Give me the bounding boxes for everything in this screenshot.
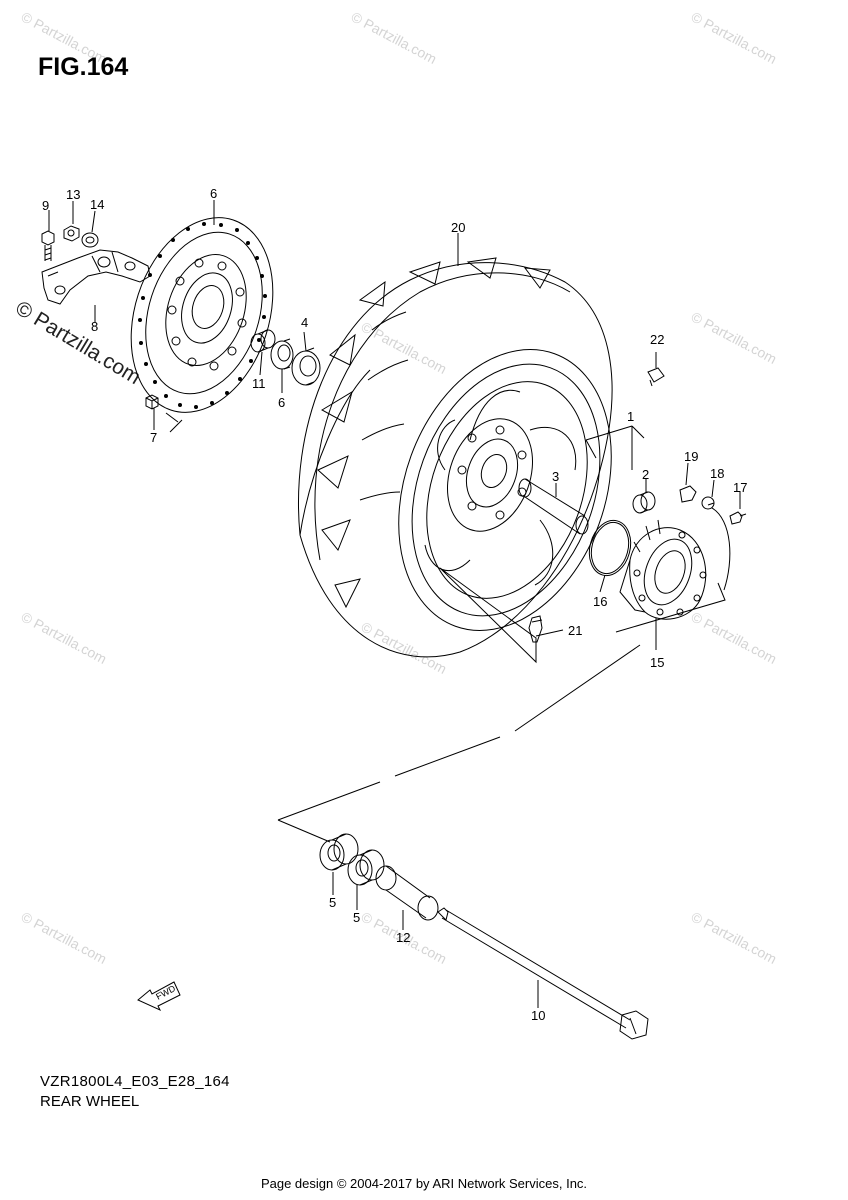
bracket-bolt [41, 230, 55, 261]
caliper-bracket [41, 249, 151, 305]
spacer [518, 478, 589, 535]
callout-18: 17 [733, 480, 747, 495]
valve-stem [528, 615, 543, 643]
callout-13: 12 [396, 930, 410, 945]
part-drawings [41, 200, 747, 1040]
hub-collar [632, 491, 656, 514]
circlip [701, 496, 731, 591]
balance-weight [647, 367, 665, 387]
plate [679, 485, 697, 503]
watermark: © Partzilla.com [689, 609, 780, 667]
callout-19: 18 [710, 466, 724, 481]
callout-20: 19 [684, 449, 698, 464]
callout-6: 6 [278, 395, 285, 410]
section-name: REAR WHEEL [40, 1093, 140, 1110]
brake-disc [130, 217, 274, 413]
callout-23: 22 [650, 332, 664, 347]
bracket-nut [63, 225, 80, 242]
callout-9: 8 [91, 319, 98, 334]
callout-22: 21 [568, 623, 582, 638]
callout-17: 16 [593, 594, 607, 609]
callout-5a: 5 [329, 895, 336, 910]
callout-12: 11 [252, 376, 266, 391]
watermark: © Partzilla.com [359, 319, 450, 377]
o-ring [588, 519, 632, 577]
callout-14: 13 [66, 187, 80, 202]
watermark-primary: © Partzilla.com [11, 297, 144, 390]
watermark: © Partzilla.com [19, 909, 110, 967]
callout-2: 2 [642, 467, 649, 482]
footer-copyright: Page design © 2004-2017 by ARI Network S… [260, 1176, 588, 1191]
watermark: © Partzilla.com [349, 9, 440, 67]
sprocket-drum [619, 519, 707, 620]
bearing-right [347, 849, 385, 886]
disc-bolt [145, 394, 159, 410]
fwd-arrow [137, 981, 181, 1012]
callout-10: 9 [42, 198, 49, 213]
axle [437, 907, 649, 1040]
bearing [291, 347, 321, 386]
tire [298, 257, 613, 658]
callout-labels: 6 13 14 9 8 7 11 6 4 20 22 1 3 2 19 18 1… [42, 186, 747, 1023]
callout-11: 10 [531, 1008, 545, 1023]
callout-21: 20 [451, 220, 465, 235]
leader-lines [48, 200, 741, 1008]
callout-5b: 5 [353, 910, 360, 925]
axle-collar [375, 865, 439, 921]
callout-8: 7 [150, 430, 157, 445]
screw [729, 511, 747, 525]
model-code: VZR1800L4_E03_E28_164 [40, 1073, 230, 1090]
collar [250, 329, 276, 353]
callout-15: 14 [90, 197, 104, 212]
figure-title: FIG.164 [38, 53, 129, 81]
watermark: © Partzilla.com [359, 619, 450, 677]
watermark: © Partzilla.com [19, 609, 110, 667]
watermarks: © Partzilla.com © Partzilla.com © Partzi… [11, 9, 779, 967]
watermark: © Partzilla.com [689, 9, 780, 67]
callout-7: 6 [210, 186, 217, 201]
rim [398, 349, 612, 631]
washer [81, 232, 99, 248]
bearing-left [319, 833, 359, 871]
callout-4: 4 [301, 315, 308, 330]
watermark: © Partzilla.com [689, 909, 780, 967]
watermark: © Partzilla.com [689, 309, 780, 367]
callout-1: 1 [627, 409, 634, 424]
callout-3: 3 [552, 469, 559, 484]
callout-16: 15 [650, 655, 664, 670]
